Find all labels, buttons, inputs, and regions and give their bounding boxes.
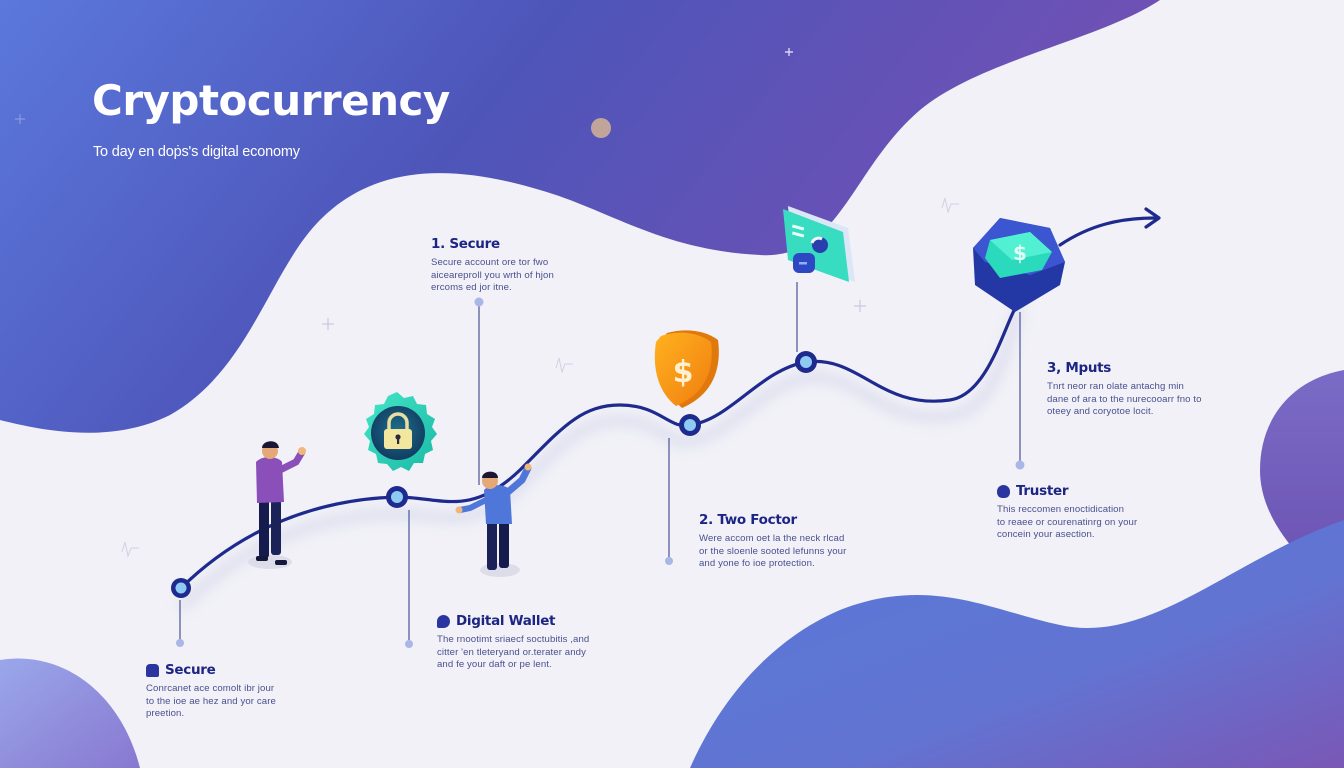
lock-icon [146,663,159,677]
bottom-right-wave-shape [690,520,1344,768]
top-wave-shape [0,0,1160,433]
shield-person-icon [997,484,1010,498]
step-description: Were accom oet la the neck rlcad or the … [699,533,847,569]
step-title: 3, Mputs [1047,360,1112,376]
step-title: Digital Wallet [437,613,637,629]
page-subtitle: To day en doṗs's digital economy [93,144,300,160]
wallet-icon [437,614,450,628]
dollar-cube-icon: $ [973,218,1065,312]
svg-text:$: $ [673,355,694,390]
dollar-shield-icon: $ [654,330,719,408]
bottom-left-wave-shape [0,658,140,768]
person-purple-shirt [248,441,306,569]
step-title: Truster [997,483,1197,499]
step-description: Secure account ore tor fwo aiceareproll … [431,257,554,293]
person-blue-shirt [455,463,532,577]
step-title: 1. Secure [431,236,500,252]
step-title: Secure [146,662,336,678]
card-wallet-icon [783,206,855,282]
decor-dot [591,118,611,138]
step-truster: Truster This reccomen enoctidication to … [997,483,1197,542]
padlock-badge-icon [364,392,437,471]
step-description: The rnootimt sriaecf soctubitis ,and cit… [437,634,590,670]
svg-text:$: $ [1013,241,1027,265]
step-two-factor: 2. Two Foctor Were accom oet la the neck… [699,512,899,571]
page-title: Cryptocurrency [92,76,450,125]
step-secure-1: 1. Secure Secure account ore tor fwo aic… [431,236,621,295]
step-description: This reccomen enoctidication to reaee or… [997,504,1138,540]
arrow-icon [1058,216,1157,247]
step-description: Tnrt neor ran olate antachg min dane of … [1047,381,1202,417]
path-nodes [171,351,817,598]
step-title: 2. Two Foctor [699,512,797,528]
step-digital-wallet: Digital Wallet The rnootimt sriaecf soct… [437,613,637,672]
step-secure-bottom: Secure Conrcanet ace comolt ibr jour to … [146,662,336,721]
step-description: Conrcanet ace comolt ibr jour to the ioe… [146,683,276,719]
step-inputs: 3, Mputs Tnrt neor ran olate antachg min… [1047,360,1247,419]
